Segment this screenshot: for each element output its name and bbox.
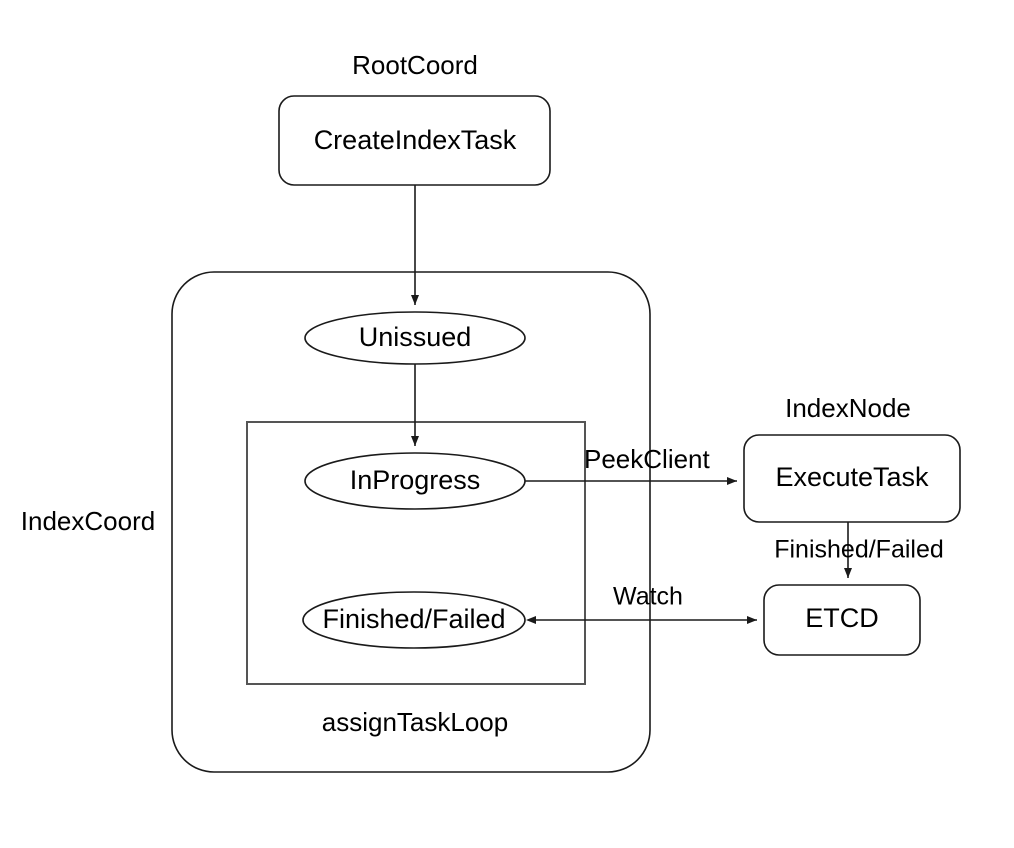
- assign-task-loop-label: assignTaskLoop: [322, 707, 508, 737]
- etcd-label: ETCD: [805, 603, 879, 633]
- execute-task-shape: [743, 434, 961, 523]
- node-finished-failed[interactable]: Finished/Failed: [302, 591, 526, 649]
- index-coord-label: IndexCoord: [21, 506, 155, 536]
- root-coord-label: RootCoord: [352, 50, 478, 80]
- finished-failed-shape: [302, 591, 526, 649]
- execute-task-label: ExecuteTask: [775, 462, 929, 492]
- node-unissued[interactable]: Unissued: [304, 311, 526, 365]
- create-index-task-label: CreateIndexTask: [314, 125, 517, 155]
- container-assign-task-loop[interactable]: [246, 421, 586, 685]
- create-index-task-shape: [278, 95, 551, 186]
- in-progress-shape: [304, 452, 526, 510]
- index-node-label: IndexNode: [785, 393, 911, 423]
- etcd-shape: [763, 584, 921, 656]
- assign-task-loop-boundary: [246, 421, 586, 685]
- edge-label-peek-client: PeekClient: [584, 444, 711, 474]
- node-create-index-task[interactable]: CreateIndexTask: [278, 95, 551, 186]
- in-progress-label: InProgress: [350, 465, 481, 495]
- edge-label-finished-failed: Finished/Failed: [774, 536, 944, 564]
- unissued-shape: [304, 311, 526, 365]
- unissued-label: Unissued: [359, 322, 472, 352]
- container-index-coord[interactable]: [171, 271, 651, 773]
- edge-label-watch: Watch: [613, 583, 683, 611]
- node-execute-task[interactable]: ExecuteTask: [743, 434, 961, 523]
- finished-failed-label: Finished/Failed: [322, 604, 505, 634]
- index-coord-boundary: [171, 271, 651, 773]
- node-in-progress[interactable]: InProgress: [304, 452, 526, 510]
- node-etcd[interactable]: ETCD: [763, 584, 921, 656]
